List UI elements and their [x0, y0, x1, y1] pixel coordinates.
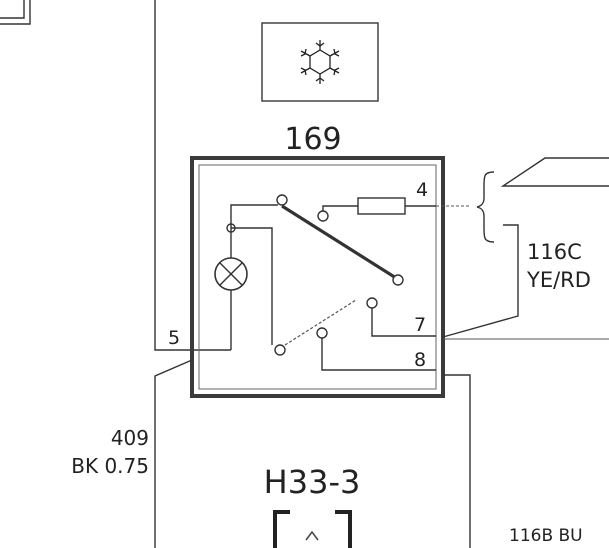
wire-409-id: 409: [111, 426, 149, 450]
pin-label-5: 5: [168, 327, 180, 349]
pin-label-4: 4: [416, 179, 428, 201]
relay-internals: [200, 194, 436, 371]
connector-shape-right: [500, 157, 609, 187]
connector-label: H33-3: [264, 463, 361, 501]
wire-116c-id: 116C: [527, 240, 582, 264]
wire-116c-color: YE/RD: [526, 268, 591, 292]
relay-number: 169: [284, 122, 341, 157]
relay-box: [190, 156, 445, 398]
wire-pin7: [442, 224, 519, 338]
connector-h33-3-icon: [273, 510, 352, 548]
lamp-icon: [214, 257, 248, 291]
top-left-fragment: [0, 0, 31, 25]
pin-label-7: 7: [414, 314, 426, 336]
bracket-brace: [476, 171, 495, 243]
wire-left-vertical: [154, 0, 200, 351]
wire-409: [154, 359, 193, 548]
wire-116b-label: 116B BU: [509, 526, 583, 546]
snowflake-icon: [261, 22, 379, 102]
wire-409-spec: BK 0.75: [71, 454, 149, 478]
pin-label-8: 8: [414, 349, 426, 371]
wire-pin8: [443, 374, 471, 548]
